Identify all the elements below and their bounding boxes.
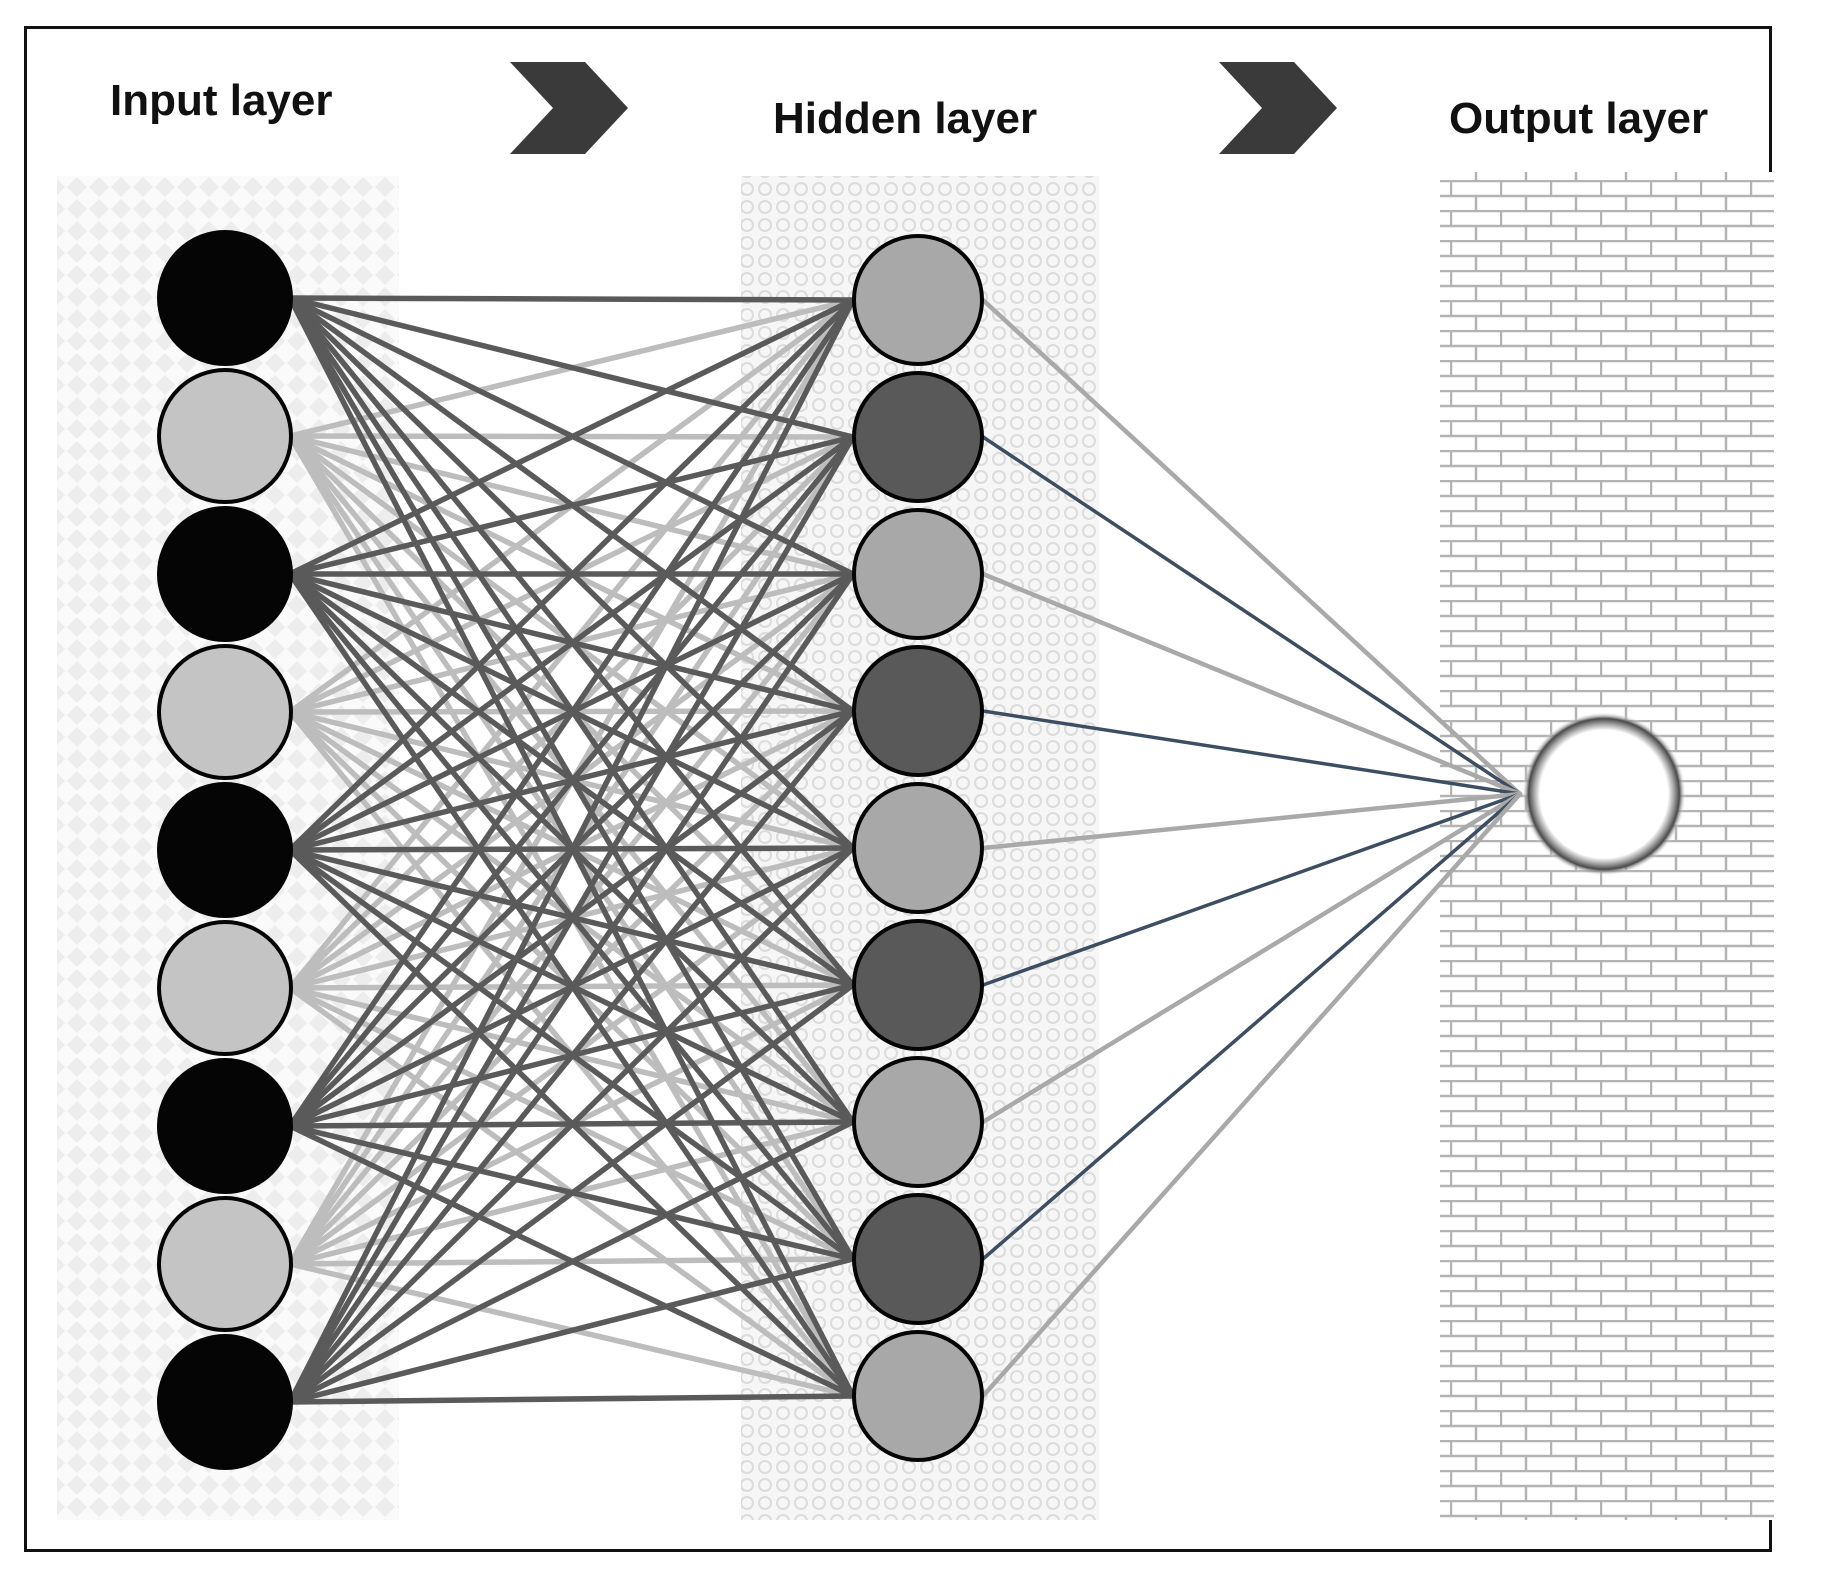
connection-line <box>980 297 1523 797</box>
connection-line <box>287 571 856 1405</box>
input-neuron <box>157 506 293 642</box>
hidden-neuron <box>852 371 984 503</box>
hidden-neuron <box>852 645 984 777</box>
connection-line <box>981 435 1522 796</box>
connection-line <box>980 571 1523 797</box>
output-layer-title: Output layer <box>1449 94 1709 143</box>
connection-line <box>287 297 856 1405</box>
hidden-layer-title: Hidden layer <box>773 94 1038 143</box>
hidden-neuron <box>852 508 984 640</box>
connection-line <box>287 845 856 1405</box>
hidden-neuron <box>852 1056 984 1188</box>
connection-line <box>287 708 856 1405</box>
hidden-neuron <box>852 1330 984 1462</box>
input-layer-title: Input layer <box>110 76 333 125</box>
input-neuron <box>157 368 293 504</box>
connection-line <box>287 434 856 577</box>
connection-line <box>287 297 856 853</box>
hidden-neuron <box>852 782 984 914</box>
hidden-neuron <box>852 234 984 366</box>
input-neuron <box>157 644 293 780</box>
input-neuron <box>157 1058 293 1194</box>
connection-line <box>287 434 856 1405</box>
connection-line <box>287 295 856 303</box>
connection-line <box>981 792 1522 987</box>
output-neuron <box>1522 712 1686 876</box>
chevron-right-icon <box>1219 62 1337 154</box>
connection-line <box>287 434 856 1129</box>
input-neuron <box>157 920 293 1056</box>
connection-line <box>981 709 1522 796</box>
hidden-neuron <box>852 919 984 1051</box>
connection-line <box>981 792 1522 1261</box>
connection-line <box>287 295 856 440</box>
input-neuron <box>157 1196 293 1332</box>
input-neuron <box>157 1334 293 1470</box>
neurons <box>157 230 1686 1470</box>
connection-line <box>980 791 1523 1125</box>
input-neuron <box>157 782 293 918</box>
connection-line <box>980 791 1523 851</box>
hidden-output-connections <box>980 297 1523 1399</box>
connection-line <box>287 982 856 1405</box>
connection-line <box>287 297 856 1129</box>
connection-line <box>980 791 1523 1399</box>
input-hidden-connections <box>287 295 856 1405</box>
chevron-right-icon <box>510 62 628 154</box>
input-neuron <box>157 230 293 366</box>
connection-line <box>287 297 856 577</box>
connection-line <box>287 1256 856 1405</box>
connection-line <box>287 1393 856 1405</box>
connection-line <box>287 434 856 853</box>
connection-line <box>287 1119 856 1405</box>
hidden-neuron <box>852 1193 984 1325</box>
